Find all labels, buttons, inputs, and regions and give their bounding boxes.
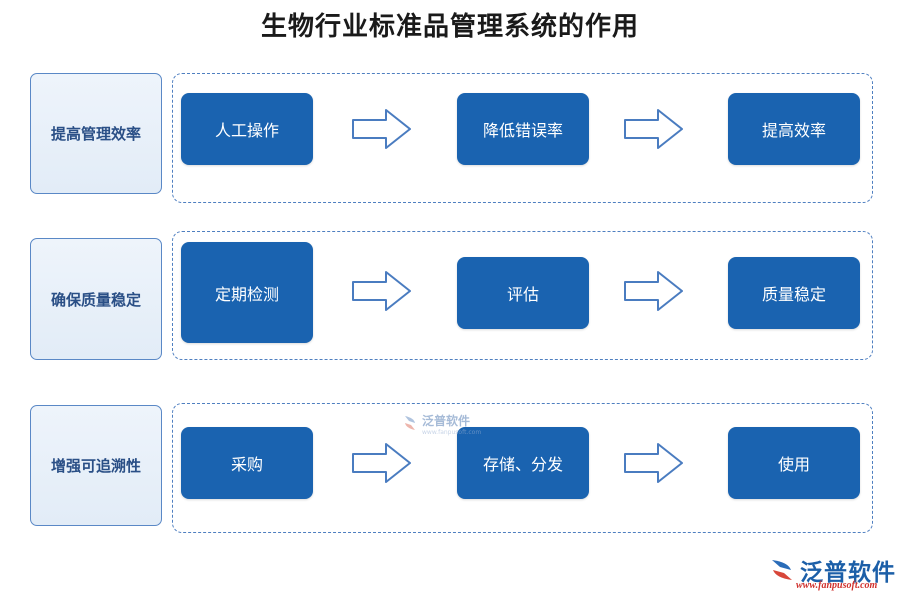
row-label-efficiency: 提高管理效率	[30, 73, 162, 194]
watermark-sub: www.fanpusoft.com	[422, 429, 482, 436]
diagram-title: 生物行业标准品管理系统的作用	[260, 12, 639, 42]
step-storage-distribution: 存储、分发	[457, 427, 589, 499]
right-arrow-icon	[352, 271, 411, 311]
fanpu-logo-icon	[772, 560, 792, 580]
step-evaluation: 评估	[457, 257, 589, 329]
step-quality-stable: 质量稳定	[728, 257, 860, 329]
right-arrow-icon	[624, 271, 683, 311]
watermark-text: 泛普软件	[422, 414, 471, 428]
fanpu-logo-icon	[405, 416, 415, 430]
row-frame-traceability	[172, 403, 873, 533]
step-usage: 使用	[728, 427, 860, 499]
brand-url: www.fanpusoft.com	[796, 580, 878, 591]
right-arrow-icon	[352, 109, 411, 149]
step-procurement: 采购	[181, 427, 313, 499]
step-improve-efficiency: 提高效率	[728, 93, 860, 165]
step-manual-operation: 人工操作	[181, 93, 313, 165]
right-arrow-icon	[624, 109, 683, 149]
row-frame-quality	[172, 231, 873, 360]
row-label-traceability: 增强可追溯性	[30, 405, 162, 526]
row-frame-efficiency	[172, 73, 873, 203]
watermark: 泛普软件 www.fanpusoft.com	[402, 410, 481, 436]
right-arrow-icon	[624, 443, 683, 483]
brand-name: 泛普软件	[800, 560, 896, 586]
step-periodic-testing: 定期检测	[181, 242, 313, 343]
step-reduce-error: 降低错误率	[457, 93, 589, 165]
brand-logo: 泛普软件	[768, 553, 896, 587]
row-label-quality: 确保质量稳定	[30, 238, 162, 360]
right-arrow-icon	[352, 443, 411, 483]
